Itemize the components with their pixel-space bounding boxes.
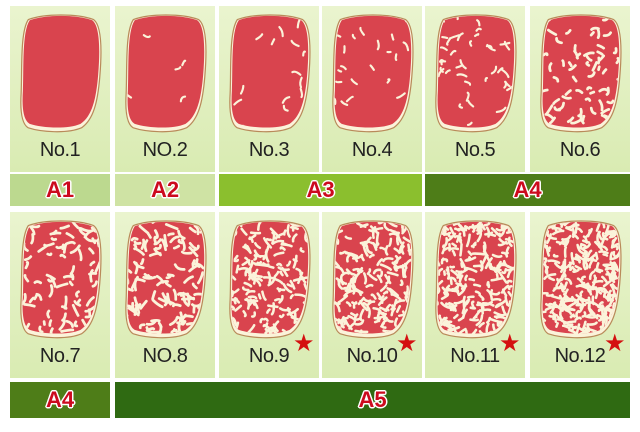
grade-number-label: No.4 [351,139,393,161]
star-icon: ★ [293,330,315,357]
grade-number-label: No.5 [454,139,496,161]
grade-number-label: No.1 [39,139,81,161]
star-icon: ★ [604,330,626,357]
grade-cell: No.12★ [530,212,630,378]
grade-band-a2: A2 [115,174,215,206]
grade-number-label: NO.2 [142,139,188,161]
grade-band-label: A3 [306,177,335,202]
grade-band-a5: A5 [115,382,630,418]
grade-cell: No.7 [10,212,110,378]
grade-cell: NO.8 [115,212,215,378]
grade-cell: No.6 [530,6,630,172]
grade-number-label: No.6 [559,139,601,161]
grade-band-label: A2 [150,177,180,202]
grade-band-label: A1 [45,177,75,202]
grade-number-label: No.11 [450,345,500,367]
grade-number-label: No.12 [554,345,606,367]
grade-band-a3: A3 [219,174,422,206]
grade-number-label: NO.8 [142,345,188,367]
grade-number-label: No.10 [346,345,398,367]
grade-cell: No.11★ [425,212,525,378]
grade-band-label: A5 [358,387,387,412]
grade-cell: No.9★ [219,212,319,378]
steak-marbling-image [330,218,416,340]
grade-cell: No.1 [10,6,110,172]
steak-marbling-image [433,218,519,340]
grade-cell: No.5 [425,6,525,172]
grade-cell: No.3 [219,6,319,172]
grade-number-label: No.7 [39,345,81,367]
grade-number-label: No.3 [248,139,290,161]
grade-band-a4: A4 [10,382,110,418]
steak-marbling-image [18,218,104,340]
grade-band-a4: A4 [425,174,630,206]
star-icon: ★ [499,330,521,357]
grade-band-label: A4 [45,387,75,412]
steak-marbling-image [227,218,313,340]
steak-marbling-image [123,12,209,134]
steak-marbling-image [123,218,209,340]
steak-marbling-image [227,12,313,134]
grade-band-a1: A1 [10,174,110,206]
steak-marbling-image [433,12,519,134]
grade-band-label: A4 [513,177,542,202]
grade-number-label: No.9 [248,345,290,367]
star-icon: ★ [396,330,418,357]
steak-marbling-image [18,12,104,134]
steak-marbling-image [538,12,624,134]
grade-cell: No.4 [322,6,422,172]
grade-cell: NO.2 [115,6,215,172]
steak-marbling-image [330,12,416,134]
steak-marbling-image [538,218,624,340]
grade-cell: No.10★ [322,212,422,378]
